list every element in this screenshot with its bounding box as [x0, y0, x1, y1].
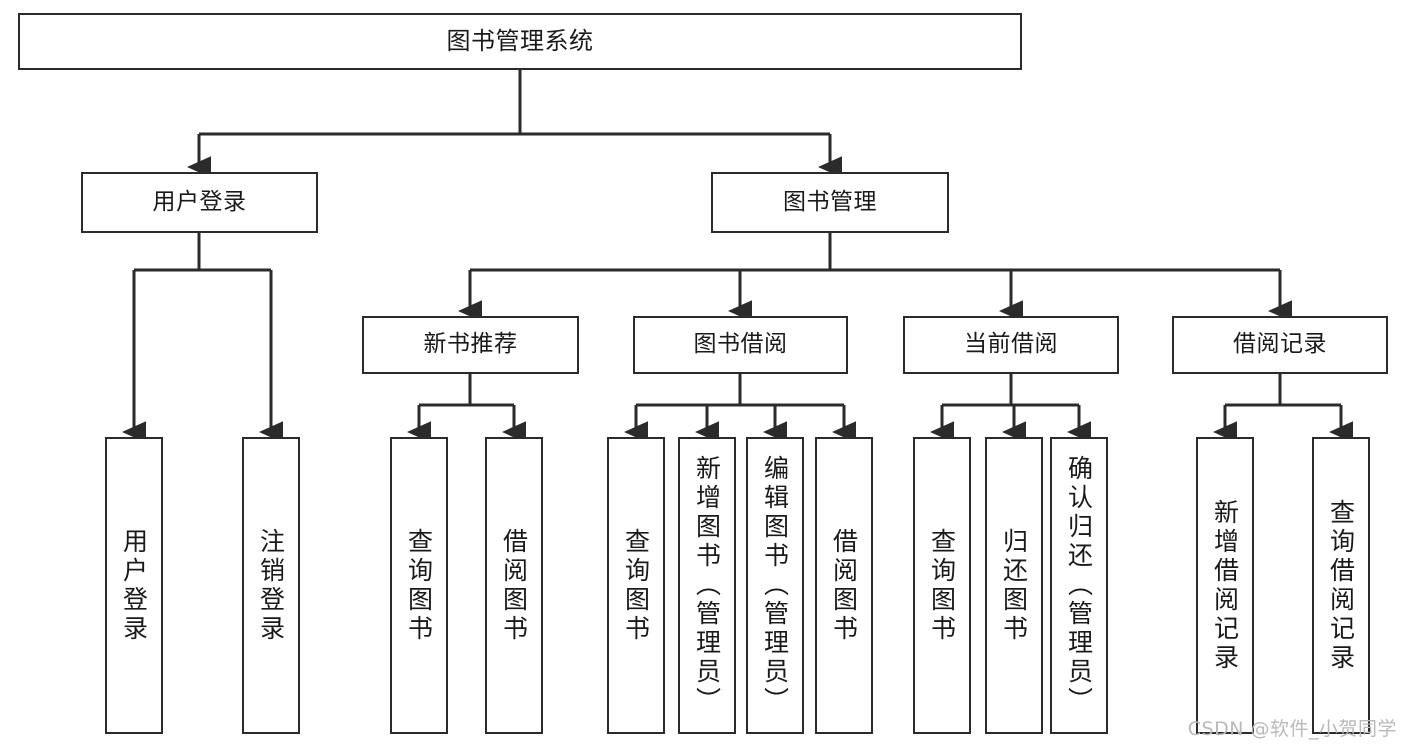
- node-borrow-record-label: 借阅记录: [1233, 331, 1327, 358]
- node-leaf-add-book-admin[interactable]: 新增图书（管理员）: [678, 437, 736, 734]
- node-leaf-query-book-cur-label: 查询图书: [927, 527, 957, 644]
- node-leaf-borrow-book-new-label: 借阅图书: [499, 527, 529, 644]
- node-leaf-query-book-cur[interactable]: 查询图书: [913, 437, 971, 734]
- node-leaf-confirm-return-admin[interactable]: 确认归还（管理员）: [1050, 437, 1108, 734]
- node-leaf-user-login[interactable]: 用户登录: [105, 437, 163, 734]
- node-leaf-add-borrow-record-label: 新增借阅记录: [1210, 498, 1240, 673]
- node-leaf-return-book-label: 归还图书: [999, 527, 1029, 644]
- node-book-borrow[interactable]: 图书借阅: [633, 316, 848, 374]
- node-new-book-rec-label: 新书推荐: [423, 331, 518, 358]
- node-leaf-user-login-label: 用户登录: [119, 527, 149, 644]
- node-root[interactable]: 图书管理系统: [18, 13, 1022, 70]
- node-user-login-label: 用户登录: [152, 188, 247, 215]
- node-leaf-query-borrow-record-label: 查询借阅记录: [1326, 498, 1356, 673]
- node-current-borrow-label: 当前借阅: [964, 331, 1058, 358]
- node-leaf-query-borrow-record[interactable]: 查询借阅记录: [1312, 437, 1370, 734]
- node-leaf-borrow-book-new[interactable]: 借阅图书: [485, 437, 543, 734]
- node-leaf-edit-book-admin[interactable]: 编辑图书（管理员）: [746, 437, 804, 734]
- node-leaf-query-book-new[interactable]: 查询图书: [390, 437, 448, 734]
- node-leaf-add-book-admin-label: 新增图书（管理员）: [692, 455, 722, 716]
- node-leaf-user-logout-label: 注销登录: [256, 527, 286, 644]
- node-current-borrow[interactable]: 当前借阅: [903, 316, 1119, 374]
- node-leaf-user-logout[interactable]: 注销登录: [242, 437, 300, 734]
- node-book-borrow-label: 图书借阅: [693, 331, 788, 358]
- node-borrow-record[interactable]: 借阅记录: [1172, 316, 1388, 374]
- node-leaf-query-book-new-label: 查询图书: [404, 527, 434, 644]
- node-book-manage[interactable]: 图书管理: [711, 172, 949, 233]
- node-leaf-add-borrow-record[interactable]: 新增借阅记录: [1196, 437, 1254, 734]
- node-root-label: 图书管理系统: [446, 27, 594, 56]
- node-leaf-borrow-book-label: 借阅图书: [829, 527, 859, 644]
- node-book-manage-label: 图书管理: [783, 188, 877, 215]
- node-user-login[interactable]: 用户登录: [81, 172, 318, 233]
- node-leaf-borrow-book[interactable]: 借阅图书: [815, 437, 873, 734]
- node-leaf-edit-book-admin-label: 编辑图书（管理员）: [760, 455, 790, 716]
- node-leaf-return-book[interactable]: 归还图书: [985, 437, 1043, 734]
- watermark-text: CSDN @软件_小贺同学: [1187, 718, 1397, 740]
- node-new-book-rec[interactable]: 新书推荐: [362, 316, 579, 374]
- node-leaf-query-book-borrow[interactable]: 查询图书: [607, 437, 665, 734]
- node-leaf-confirm-return-admin-label: 确认归还（管理员）: [1064, 455, 1094, 716]
- node-leaf-query-book-borrow-label: 查询图书: [621, 527, 651, 644]
